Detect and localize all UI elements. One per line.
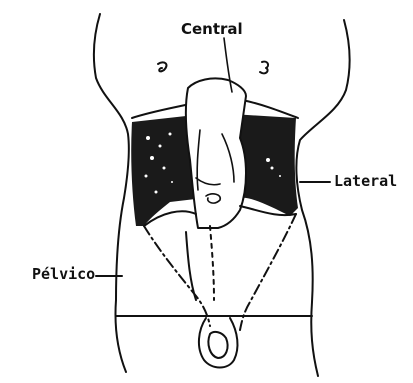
pelvic-midline	[210, 226, 214, 300]
torso-right-outline	[296, 20, 349, 376]
lateral-label: Lateral	[334, 172, 397, 190]
pelvico-label: Pélvico	[32, 265, 95, 283]
central-label: Central	[181, 20, 243, 38]
rib-line-left	[132, 104, 190, 118]
nipple-left	[158, 62, 166, 71]
pelvic-v-right	[240, 214, 296, 330]
central-region	[186, 78, 246, 228]
torso-left-outline	[94, 14, 129, 372]
genital-outline	[199, 318, 238, 368]
pelvic-v-left	[144, 226, 210, 326]
nipple-right	[260, 62, 268, 74]
genital-inner	[208, 332, 227, 358]
